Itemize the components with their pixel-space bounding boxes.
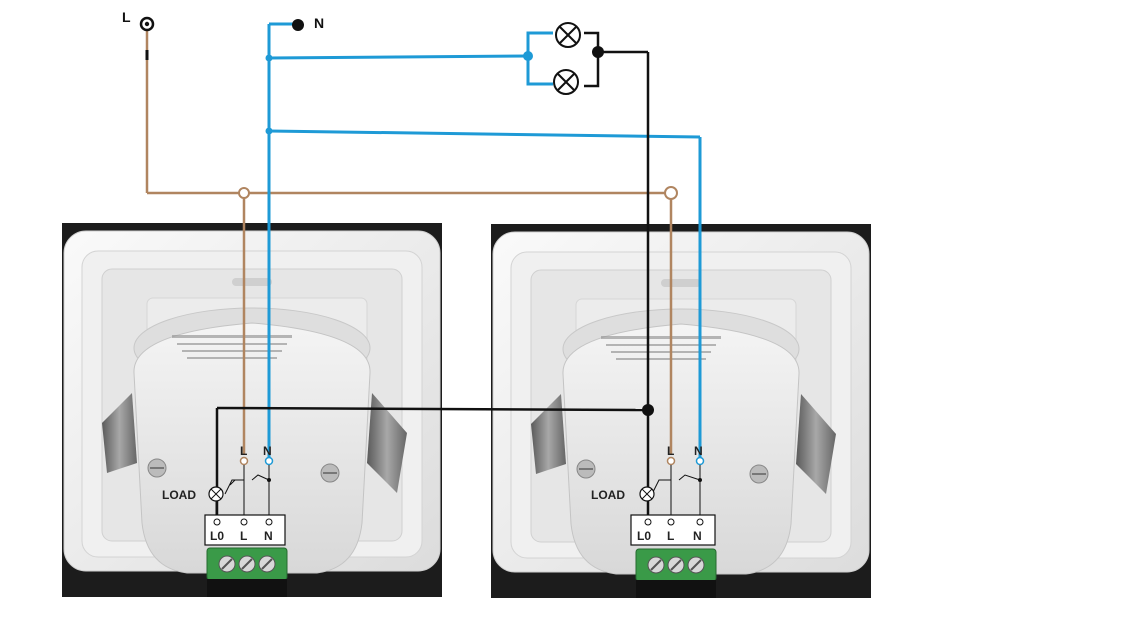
lamp-cross-icon bbox=[553, 69, 579, 95]
supply-neutral-terminal: N bbox=[292, 15, 324, 31]
device-right-term-load: L0 bbox=[637, 529, 651, 543]
neutral-junction-1 bbox=[265, 54, 273, 62]
device-left-term-live: L bbox=[240, 529, 247, 543]
lamp-cross-icon bbox=[555, 22, 581, 48]
live-wires bbox=[145, 30, 673, 455]
switched-junction-loads bbox=[642, 404, 654, 416]
device-right-schematic: L N LOAD L0 L N bbox=[591, 444, 716, 546]
device-right-top-live-label: L bbox=[667, 444, 674, 458]
switched-wires bbox=[215, 31, 650, 525]
device-left-load-label: LOAD bbox=[162, 488, 196, 502]
neutral-junction-3 bbox=[523, 51, 533, 61]
device-left-term-load: L0 bbox=[210, 529, 224, 543]
device-right-top-neutral-label: N bbox=[694, 444, 703, 458]
live-junction-left bbox=[238, 187, 250, 199]
device-right-term-live: L bbox=[667, 529, 674, 543]
device-left-schematic: L N LOAD L0 L N bbox=[162, 444, 286, 546]
device-left-top-neutral-label: N bbox=[263, 444, 272, 458]
supply-live-label: L bbox=[122, 9, 131, 25]
live-junction-right bbox=[664, 186, 678, 200]
supply-live-terminal: L bbox=[122, 9, 155, 32]
neutral-wires bbox=[267, 22, 702, 457]
switched-junction-lamps bbox=[592, 46, 604, 58]
device-right-term-neutral: N bbox=[693, 529, 702, 543]
neutral-junction-2 bbox=[265, 127, 273, 135]
device-right-load-label: LOAD bbox=[591, 488, 625, 502]
device-left-top-live-label: L bbox=[240, 444, 247, 458]
device-left-term-neutral: N bbox=[264, 529, 273, 543]
supply-neutral-label: N bbox=[314, 15, 324, 31]
